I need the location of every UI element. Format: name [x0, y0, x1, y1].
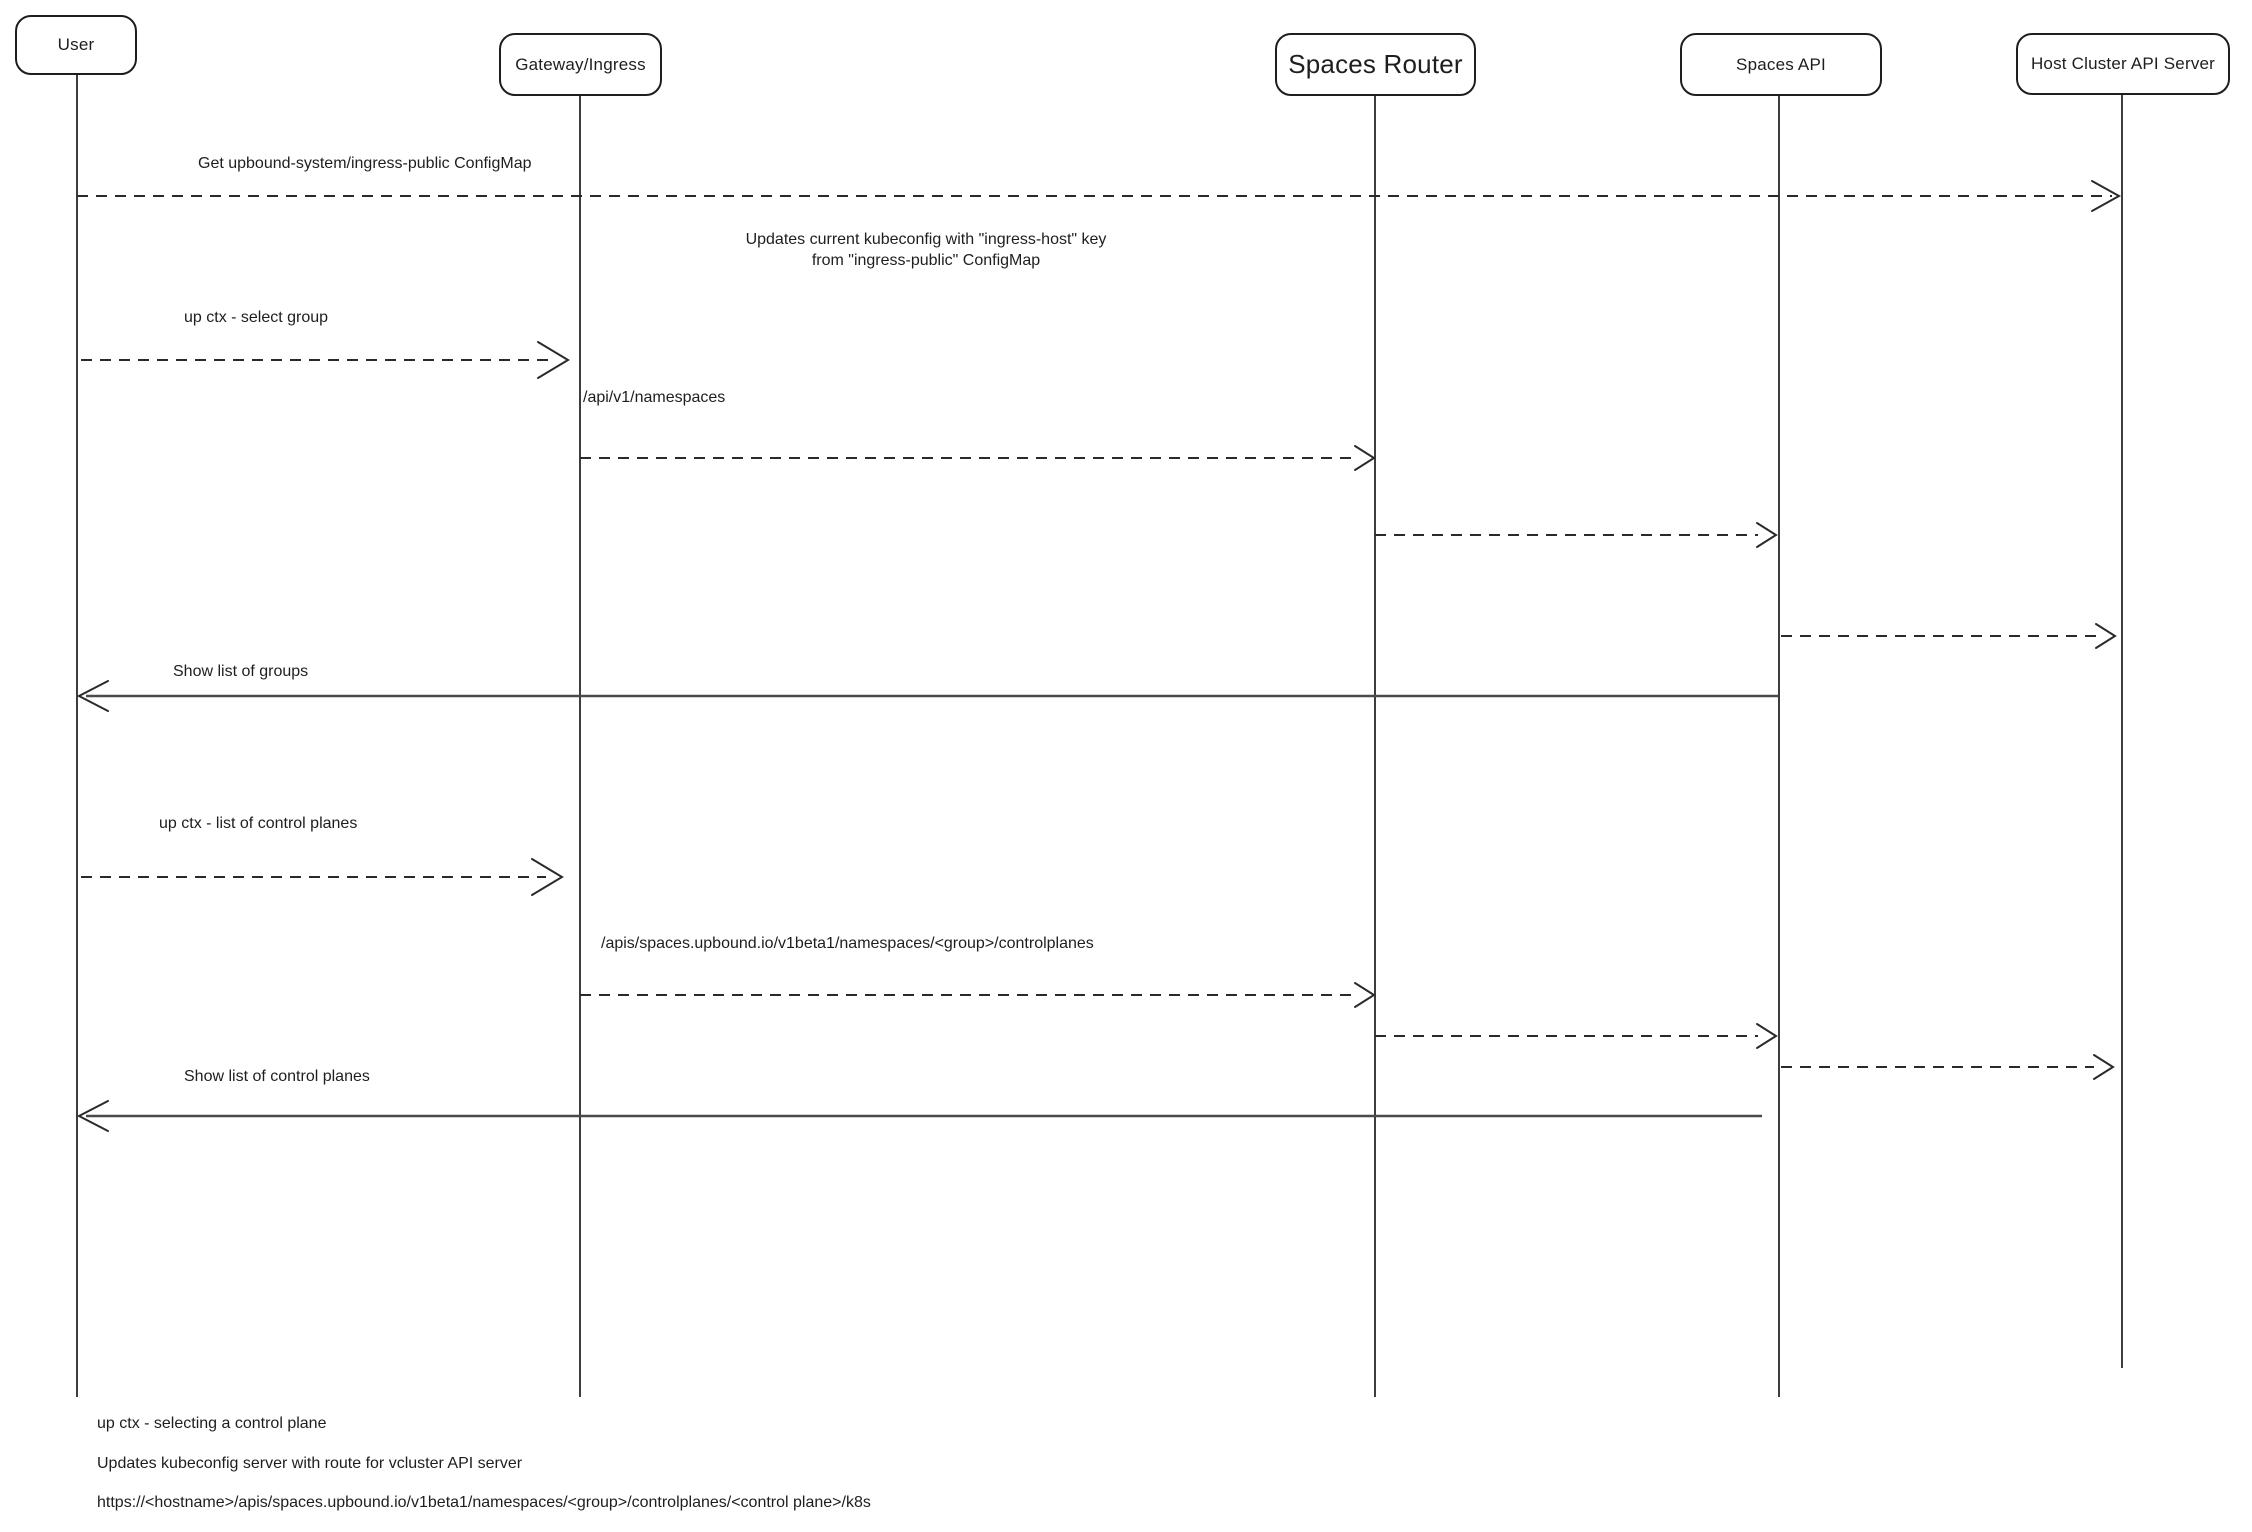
arrowhead-router-to-api [1756, 522, 1778, 548]
arrowhead-apis-controlplanes [1354, 982, 1376, 1008]
footnote-vcluster-url: https://<hostname>/apis/spaces.upbound.i… [97, 1494, 871, 1511]
message-label-show-control-planes: Show list of control planes [184, 1068, 370, 1085]
arrowhead-router-to-api-2 [1756, 1023, 1778, 1049]
arrowhead-list-control-planes [531, 858, 564, 896]
actor-box-user: User [15, 15, 137, 75]
actor-box-spaces-router: Spaces Router [1275, 33, 1476, 96]
arrowhead-select-group [537, 341, 570, 379]
actor-box-spaces-api: Spaces API [1680, 33, 1882, 96]
arrowhead-show-groups [76, 680, 109, 712]
message-label-api-namespaces: /api/v1/namespaces [583, 389, 726, 406]
footnote-selecting-control-plane: up ctx - selecting a control plane [97, 1415, 327, 1432]
actor-box-host-cluster-api-server: Host Cluster API Server [2016, 33, 2230, 95]
message-label-list-control-planes: up ctx - list of control planes [159, 815, 358, 832]
actor-box-gateway-ingress: Gateway/Ingress [499, 33, 662, 96]
message-label-select-group: up ctx - select group [184, 309, 329, 326]
arrowhead-get-configmap [2091, 180, 2122, 212]
arrowhead-api-to-host-2 [2093, 1054, 2115, 1080]
arrowhead-show-control-planes [76, 1100, 109, 1132]
arrowhead-api-namespaces [1354, 445, 1376, 471]
message-label-apis-controlplanes: /apis/spaces.upbound.io/v1beta1/namespac… [601, 935, 1094, 952]
note-gateway-kubeconfig: Updates current kubeconfig with "ingress… [745, 231, 1107, 269]
message-label-show-groups: Show list of groups [173, 663, 309, 680]
footnote-updates-kubeconfig: Updates kubeconfig server with route for… [97, 1455, 523, 1472]
message-label-get-configmap: Get upbound-system/ingress-public Config… [198, 155, 532, 172]
arrowhead-api-to-host [2095, 623, 2117, 649]
